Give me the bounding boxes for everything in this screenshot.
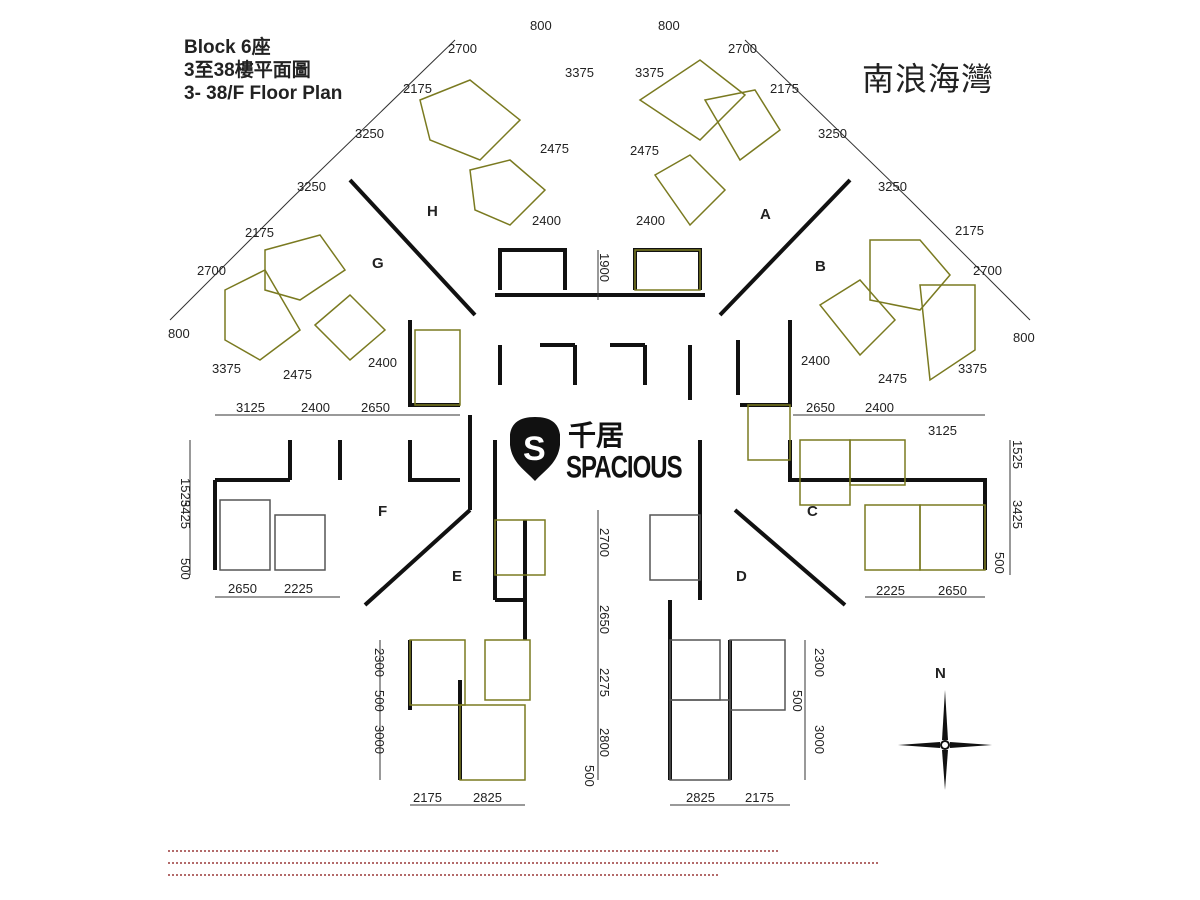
estate-name: 南浪海灣: [862, 60, 995, 98]
unit-label-c: C: [807, 503, 818, 520]
plan-title: Block 6座 3至38樓平面圖 3- 38/F Floor Plan: [184, 36, 342, 105]
dim-label: 2650: [361, 400, 390, 415]
dim-label: 2275: [597, 668, 612, 697]
dim-label: 1525: [178, 478, 193, 507]
dim-label: 2700: [973, 263, 1002, 278]
dim-label: 3375: [212, 361, 241, 376]
rooms: [219, 59, 986, 781]
dim-label: 2225: [876, 583, 905, 598]
unit-label-f: F: [378, 503, 387, 520]
unit-labels: H G A B F C E D: [372, 203, 826, 585]
dim-label: 2175: [770, 81, 799, 96]
dim-label: 500: [178, 558, 193, 580]
unit-label-h: H: [427, 203, 438, 220]
logo-text-cn: 千居: [568, 419, 625, 452]
disclaimer-note: [168, 842, 888, 886]
dim-label: 2175: [245, 225, 274, 240]
dim-label: 500: [992, 552, 1007, 574]
north-arrow-icon: N: [898, 665, 992, 790]
dim-label: 3250: [818, 126, 847, 141]
dim-label: 3250: [355, 126, 384, 141]
title-floors-cn: 3至38樓平面圖: [184, 60, 311, 81]
dim-label: 2650: [228, 581, 257, 596]
dim-label: 2300: [372, 648, 387, 677]
dim-label: 2475: [540, 141, 569, 156]
dim-label: 2475: [630, 143, 659, 158]
dim-label: 2475: [878, 371, 907, 386]
dim-label: 2400: [865, 400, 894, 415]
dim-label: 3000: [812, 725, 827, 754]
dim-label: 800: [530, 18, 552, 33]
dim-label: 2400: [636, 213, 665, 228]
north-label: N: [935, 665, 946, 682]
spacious-logo-icon: S: [509, 415, 561, 488]
unit-label-e: E: [452, 568, 462, 585]
dim-label: 2825: [686, 790, 715, 805]
dimension-labels: 800 2700 3375 2175 3250 2475 3250 2400 2…: [168, 18, 1035, 805]
dim-label: 800: [1013, 330, 1035, 345]
dim-label: 3000: [372, 725, 387, 754]
dim-label: 3375: [958, 361, 987, 376]
dim-label: 800: [168, 326, 190, 341]
dim-label: 3125: [928, 423, 957, 438]
logo-mark: S: [523, 430, 546, 468]
dim-label: 3425: [178, 500, 193, 529]
dim-label: 500: [790, 690, 805, 712]
dim-label: 2700: [197, 263, 226, 278]
dim-label: 3375: [565, 65, 594, 80]
unit-label-a: A: [760, 206, 771, 223]
dim-label: 2650: [597, 605, 612, 634]
dim-label: 2175: [403, 81, 432, 96]
dim-label: 500: [582, 765, 597, 787]
dim-label: 800: [658, 18, 680, 33]
dim-label: 3250: [297, 179, 326, 194]
dim-label: 2700: [448, 41, 477, 56]
dimension-lines: [169, 39, 1031, 806]
dim-label: 3250: [878, 179, 907, 194]
dim-label: 1525: [1010, 440, 1025, 469]
dim-label: 2650: [938, 583, 967, 598]
dim-label: 3375: [635, 65, 664, 80]
dim-label: 2175: [745, 790, 774, 805]
unit-label-g: G: [372, 255, 384, 272]
dim-label: 3125: [236, 400, 265, 415]
title-floors-en: 3- 38/F Floor Plan: [184, 83, 343, 104]
dim-label: 2400: [532, 213, 561, 228]
dim-label: 2650: [806, 400, 835, 415]
title-block: Block 6座: [184, 37, 271, 58]
dim-label: 2475: [283, 367, 312, 382]
logo-text-en: SPACIOUS: [566, 450, 683, 486]
unit-label-d: D: [736, 568, 747, 585]
dim-label: 2300: [812, 648, 827, 677]
dim-label: 2225: [284, 581, 313, 596]
dim-label: 2800: [597, 728, 612, 757]
dim-label: 2400: [801, 353, 830, 368]
dim-label: 2700: [597, 528, 612, 557]
dim-label: 2175: [955, 223, 984, 238]
dim-label: 2700: [728, 41, 757, 56]
dim-label: 3425: [1010, 500, 1025, 529]
unit-label-b: B: [815, 258, 826, 275]
dim-label: 1900: [597, 253, 612, 282]
dim-label: 2175: [413, 790, 442, 805]
dim-label: 500: [372, 690, 387, 712]
dim-label: 2825: [473, 790, 502, 805]
dim-label: 2400: [301, 400, 330, 415]
dim-label: 2400: [368, 355, 397, 370]
